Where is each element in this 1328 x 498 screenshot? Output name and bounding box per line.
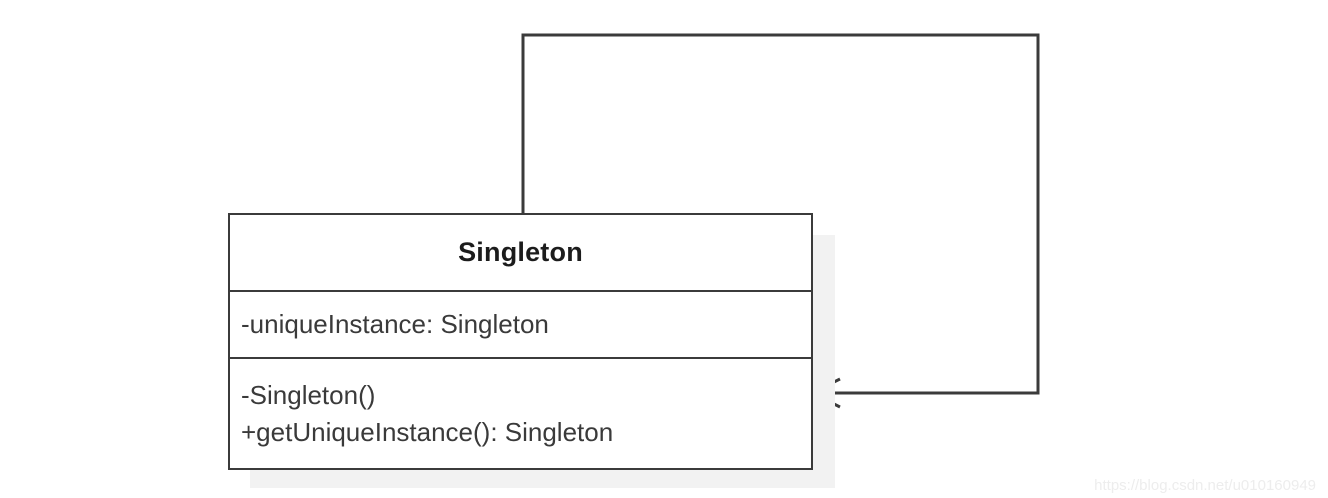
class-name-compartment: Singleton xyxy=(230,215,811,292)
operation-row: -Singleton() xyxy=(241,379,376,410)
operation-row: +getUniqueInstance(): Singleton xyxy=(241,416,614,447)
attribute-row: -uniqueInstance: Singleton xyxy=(241,309,549,340)
class-operations-compartment: -Singleton() +getUniqueInstance(): Singl… xyxy=(230,359,811,468)
class-name-label: Singleton xyxy=(458,237,583,267)
uml-class-singleton[interactable]: Singleton -uniqueInstance: Singleton -Si… xyxy=(228,213,813,470)
watermark-text: https://blog.csdn.net/u010160949 xyxy=(1094,477,1316,494)
class-attributes-compartment: -uniqueInstance: Singleton xyxy=(230,292,811,359)
